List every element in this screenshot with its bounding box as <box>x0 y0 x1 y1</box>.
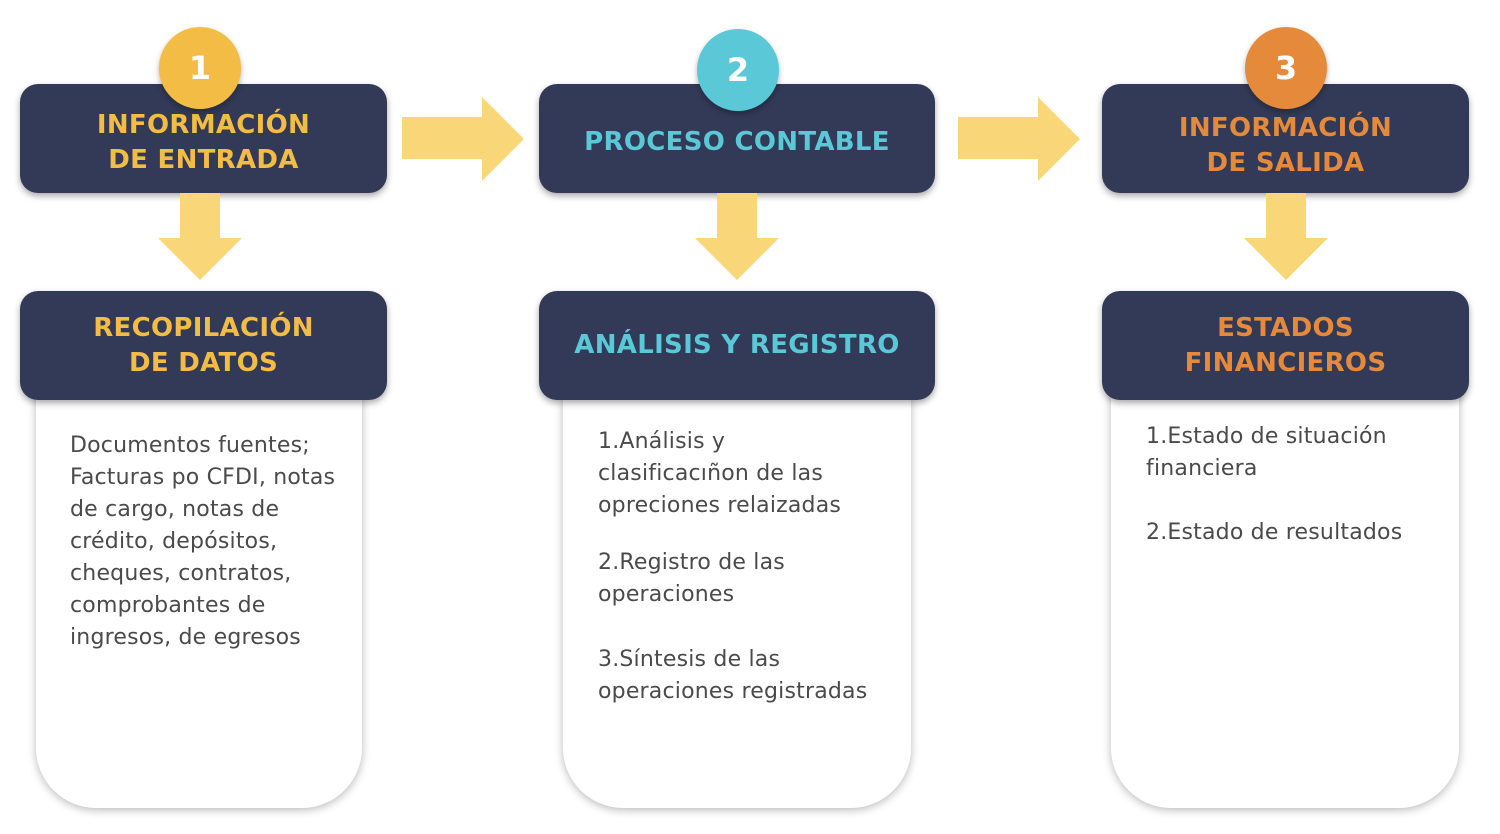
step1-content-text: Documentos fuentes; Facturas po CFDI, no… <box>70 430 345 654</box>
step2-content-card <box>563 392 911 808</box>
step3-number-badge: 3 <box>1245 27 1327 109</box>
step3-content-card <box>1111 392 1459 808</box>
step3-sub-line1: ESTADOS <box>1217 312 1354 343</box>
step2-title-line1: PROCESO CONTABLE <box>584 127 890 157</box>
step1-content-card <box>36 392 362 808</box>
step1-title-line2: DE ENTRADA <box>108 144 299 175</box>
step2-item-1: 1.Análisis y clasificacıñon de las oprec… <box>598 429 842 518</box>
step2-number: 2 <box>726 51 750 89</box>
step3-item-1: 1.Estado de situación financiera <box>1146 424 1387 481</box>
step2-item-3: 3.Síntesis de las operaciones registrada… <box>598 647 868 704</box>
right-arrow-icon-2 <box>958 97 1080 181</box>
step3-number: 3 <box>1274 49 1298 87</box>
step3-sub-line2: FINANCIEROS <box>1184 347 1387 378</box>
step2-content-text: 1.Análisis y clasificacıñon de las oprec… <box>598 426 883 708</box>
step1-subheader: RECOPILACIÓN DE DATOS <box>20 291 387 400</box>
down-arrow-icon-2 <box>695 193 779 280</box>
down-arrow-icon-1 <box>158 193 242 280</box>
step1-sub-line1: RECOPILACIÓN <box>93 312 314 343</box>
step3-content-text: 1.Estado de situación financiera 2.Estad… <box>1146 421 1446 549</box>
right-arrow-icon-1 <box>402 97 524 181</box>
step3-title-line2: DE SALIDA <box>1206 147 1365 178</box>
step1-number: 1 <box>188 49 212 87</box>
step2-number-badge: 2 <box>697 29 779 111</box>
down-arrow-icon-3 <box>1244 193 1328 280</box>
step3-title-line1: INFORMACIÓN <box>1178 112 1393 143</box>
step3-item-2: 2.Estado de resultados <box>1146 520 1403 545</box>
step2-item-2: 2.Registro de las operaciones <box>598 550 785 607</box>
step3-subheader: ESTADOS FINANCIEROS <box>1102 291 1469 400</box>
step1-number-badge: 1 <box>159 27 241 109</box>
step2-sub-line1: ANÁLISIS Y REGISTRO <box>574 330 900 360</box>
step1-sub-line2: DE DATOS <box>128 347 279 378</box>
step2-subheader: ANÁLISIS Y REGISTRO <box>539 291 935 400</box>
step1-title-line1: INFORMACIÓN <box>96 109 311 140</box>
step1-item-1: Documentos fuentes; Facturas po CFDI, no… <box>70 433 336 650</box>
